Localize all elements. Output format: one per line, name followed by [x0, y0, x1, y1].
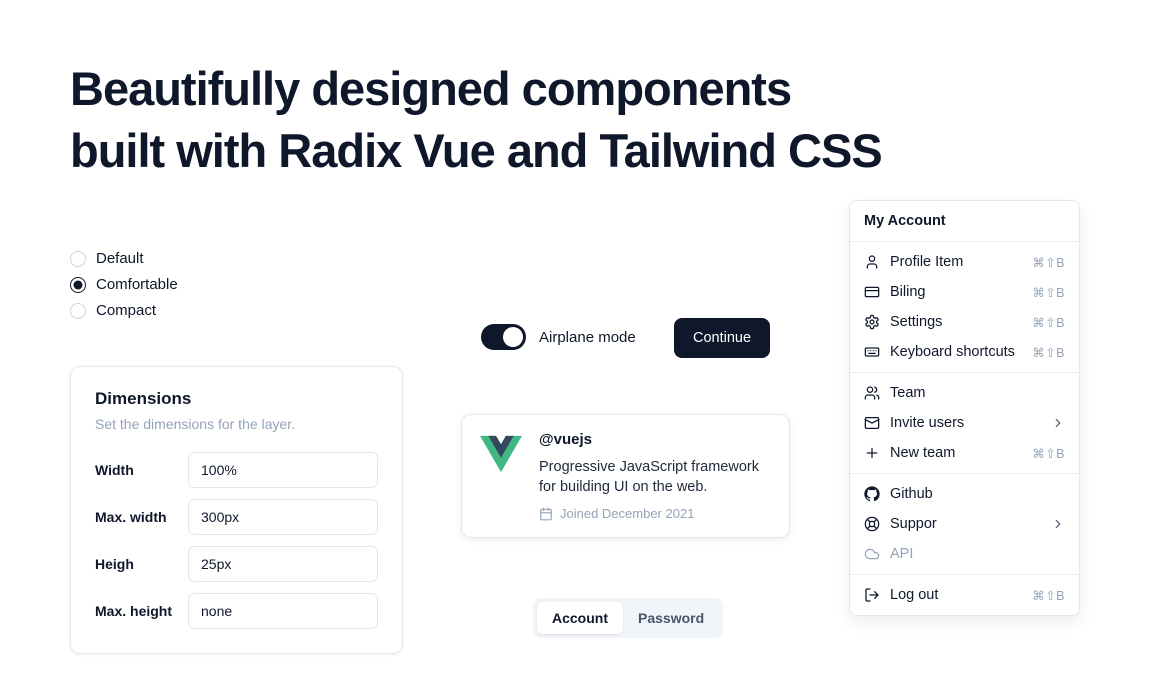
menu-item-label: New team [890, 445, 956, 461]
users-icon [864, 385, 880, 401]
keyboard-icon [864, 344, 880, 360]
menu-item-shortcut: ⌘⇧B [1032, 315, 1065, 330]
chevron-right-icon [1051, 416, 1065, 430]
my-account-menu: My Account Profile Item ⌘⇧B Biling ⌘⇧B S… [849, 200, 1080, 616]
calendar-icon [540, 507, 552, 520]
hover-card-body: @vuejs Progressive JavaScript framework … [539, 431, 771, 521]
airplane-mode-switch[interactable] [481, 324, 526, 350]
switch-thumb [503, 327, 523, 347]
field-input[interactable] [188, 546, 378, 582]
mail-icon [864, 415, 880, 431]
menu-item: API [850, 539, 1079, 569]
menu-item-shortcut: ⌘⇧B [1032, 285, 1065, 300]
page-title-line-1: Beautifully designed components [70, 62, 792, 115]
menu-item-label: Profile Item [890, 254, 964, 270]
menu-group: Profile Item ⌘⇧B Biling ⌘⇧B Settings ⌘⇧B… [850, 242, 1079, 373]
menu-item-shortcut: ⌘⇧B [1032, 345, 1065, 360]
joined-row: Joined December 2021 [539, 506, 771, 521]
dimension-field-row: Heigh [95, 546, 378, 582]
user-icon [864, 254, 880, 270]
field-label: Max. height [95, 603, 173, 619]
tab-label: Account [552, 610, 608, 626]
menu-item-label: Keyboard shortcuts [890, 344, 1015, 360]
radio-circle-icon[interactable] [70, 250, 86, 267]
menu-groups: Profile Item ⌘⇧B Biling ⌘⇧B Settings ⌘⇧B… [850, 242, 1079, 615]
radio-option[interactable]: Comfortable [70, 276, 178, 293]
field-label: Max. width [95, 509, 167, 525]
menu-item-label: Settings [890, 314, 943, 330]
airplane-mode-label: Airplane mode [539, 328, 636, 346]
tab-password[interactable]: Password [623, 602, 719, 634]
radio-option[interactable]: Compact [70, 302, 178, 319]
vuejs-description: Progressive JavaScript framework for bui… [539, 459, 759, 495]
menu-item[interactable]: Suppor [850, 509, 1079, 539]
github-icon [864, 486, 880, 502]
field-label: Width [95, 462, 134, 478]
menu-item-label: Invite users [890, 415, 965, 431]
dimensions-card-subtitle: Set the dimensions for the layer. [95, 416, 295, 432]
menu-group: Github Suppor API [850, 474, 1079, 575]
radio-label: Default [96, 250, 144, 267]
page-title-line-2: built with Radix Vue and Tailwind CSS [70, 124, 883, 178]
menu-item[interactable]: Team [850, 378, 1079, 408]
menu-item-label: Team [890, 385, 926, 401]
field-input[interactable] [188, 452, 378, 488]
chevron-right-icon [1051, 517, 1065, 531]
radio-circle-icon[interactable] [70, 276, 86, 293]
field-input[interactable] [188, 499, 378, 535]
menu-item-label: API [890, 546, 914, 562]
menu-item[interactable]: Keyboard shortcuts ⌘⇧B [850, 337, 1079, 367]
log-out-icon [864, 587, 880, 603]
vue-logo-icon [480, 435, 522, 473]
continue-button[interactable]: Continue [674, 318, 770, 358]
vuejs-handle: @vuejs [539, 431, 592, 448]
joined-date: Joined December 2021 [560, 506, 695, 521]
radio-group: Default Comfortable Compact [70, 250, 178, 319]
menu-item-shortcut: ⌘⇧B [1032, 446, 1065, 461]
menu-item-shortcut: ⌘⇧B [1032, 255, 1065, 270]
menu-item-label: Biling [890, 284, 926, 300]
menu-item[interactable]: Biling ⌘⇧B [850, 277, 1079, 307]
field-label: Heigh [95, 556, 134, 572]
tab-label: Password [638, 610, 705, 626]
gear-icon [864, 314, 880, 330]
airplane-mode-row: Airplane mode [481, 324, 636, 350]
page-title: Beautifully designed components built wi… [70, 58, 883, 182]
menu-item[interactable]: Github [850, 479, 1079, 509]
menu-item-label: Suppor [890, 516, 937, 532]
radio-option[interactable]: Default [70, 250, 178, 267]
dimension-field-row: Max. width [95, 499, 378, 535]
menu-item[interactable]: Log out ⌘⇧B [850, 580, 1079, 610]
menu-item[interactable]: Profile Item ⌘⇧B [850, 247, 1079, 277]
dimension-field-row: Width [95, 452, 378, 488]
tab-account[interactable]: Account [537, 602, 623, 634]
dimension-fields: Width Max. width Heigh Max. height [95, 452, 378, 629]
plus-icon [864, 445, 880, 461]
dimension-field-row: Max. height [95, 593, 378, 629]
menu-item-label: Github [890, 486, 933, 502]
radio-label: Compact [96, 302, 157, 319]
menu-item-label: Log out [890, 587, 939, 603]
menu-item[interactable]: New team ⌘⇧B [850, 438, 1079, 468]
menu-item-shortcut: ⌘⇧B [1032, 588, 1065, 603]
tabs: Account Password [533, 598, 724, 638]
menu-item[interactable]: Settings ⌘⇧B [850, 307, 1079, 337]
cloud-icon [864, 546, 880, 562]
field-input[interactable] [188, 593, 378, 629]
credit-card-icon [864, 284, 880, 300]
menu-group: Team Invite users New team ⌘⇧B [850, 373, 1079, 474]
lifebuoy-icon [864, 516, 880, 532]
vuejs-hover-card: @vuejs Progressive JavaScript framework … [461, 414, 790, 538]
menu-group: Log out ⌘⇧B [850, 575, 1079, 615]
dimensions-card: Dimensions Set the dimensions for the la… [70, 366, 403, 654]
dimensions-card-title: Dimensions [95, 389, 192, 408]
menu-item[interactable]: Invite users [850, 408, 1079, 438]
radio-circle-icon[interactable] [70, 302, 86, 319]
menu-title: My Account [850, 201, 1079, 242]
radio-label: Comfortable [96, 276, 178, 293]
